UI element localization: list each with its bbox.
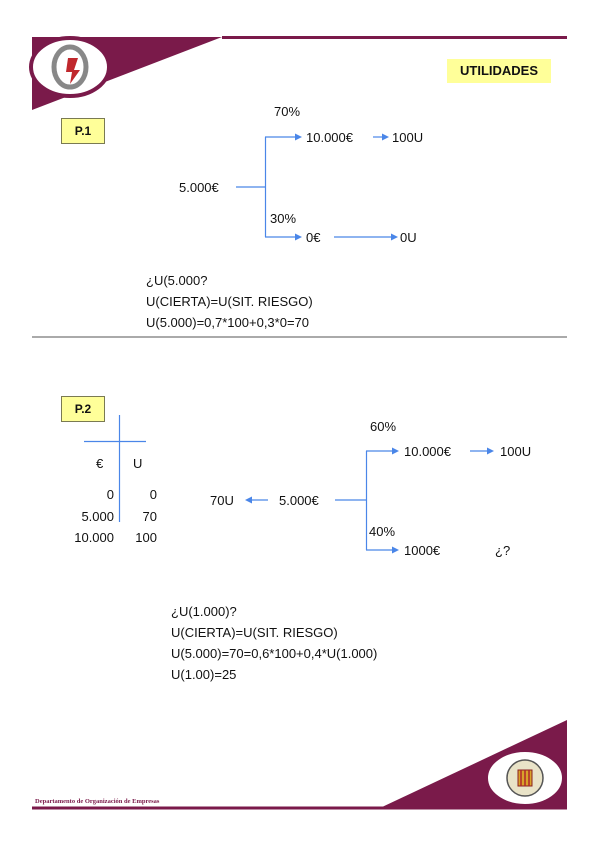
p2-table-euro-3: 10.000 <box>74 530 114 545</box>
p2-table-lines <box>84 415 146 522</box>
university-logo <box>29 36 111 98</box>
p1-line-2: U(CIERTA)=U(SIT. RIESGO) <box>146 294 313 309</box>
p1-top-value: 10.000€ <box>306 130 353 145</box>
p1-line-1: ¿U(5.000? <box>146 273 208 288</box>
p1-bottom-value: 0€ <box>306 230 321 245</box>
footer-department: Departamento de Organización de Empresas <box>35 798 160 805</box>
p2-bottom-prob: 40% <box>369 524 396 539</box>
p2-left-util: 70U <box>210 493 234 508</box>
p2-table-euro-2: 5.000 <box>81 509 114 524</box>
p1-bottom-util: 0U <box>400 230 417 245</box>
p1-arrowheads <box>295 133 398 241</box>
p2-table-u-2: 70 <box>142 509 157 524</box>
p1-label: P.1 <box>61 118 105 144</box>
p1-root: 5.000€ <box>179 180 219 195</box>
p2-top-value: 10.000€ <box>404 444 451 459</box>
p2-top-util: 100U <box>500 444 532 459</box>
p2-top-prob: 60% <box>370 419 397 434</box>
p2-line-1: ¿U(1.000)? <box>171 604 237 619</box>
p2-root: 5.000€ <box>279 493 319 508</box>
p2-line-2: U(CIERTA)=U(SIT. RIESGO) <box>171 625 338 640</box>
university-seal <box>484 748 566 808</box>
p1-bottom-prob: 30% <box>270 211 297 226</box>
p1-top-util: 100U <box>392 130 424 145</box>
p2-table-u-1: 0 <box>149 487 157 502</box>
p2-table-euro-1: 0 <box>106 487 114 502</box>
p2-line-3: U(5.000)=70=0,6*100+0,4*U(1.000) <box>171 646 378 661</box>
p2-line-4: U(1.00)=25 <box>171 667 237 682</box>
p2-arrowheads <box>245 447 494 554</box>
p1-line-3: U(5.000)=0,7*100+0,3*0=70 <box>146 315 309 330</box>
page-title: UTILIDADES <box>447 59 551 83</box>
p2-label: P.2 <box>61 396 105 422</box>
p2-tree-lines <box>250 450 489 551</box>
p2-table-header-u: U <box>133 456 143 471</box>
p1-tree-lines <box>236 136 394 238</box>
p2-bottom-util: ¿? <box>495 543 511 558</box>
p2-table-u-3: 100 <box>135 530 157 545</box>
p2-table-header-euro: € <box>96 456 104 471</box>
p1-top-prob: 70% <box>274 104 301 119</box>
p2-bottom-value: 1000€ <box>404 543 441 558</box>
